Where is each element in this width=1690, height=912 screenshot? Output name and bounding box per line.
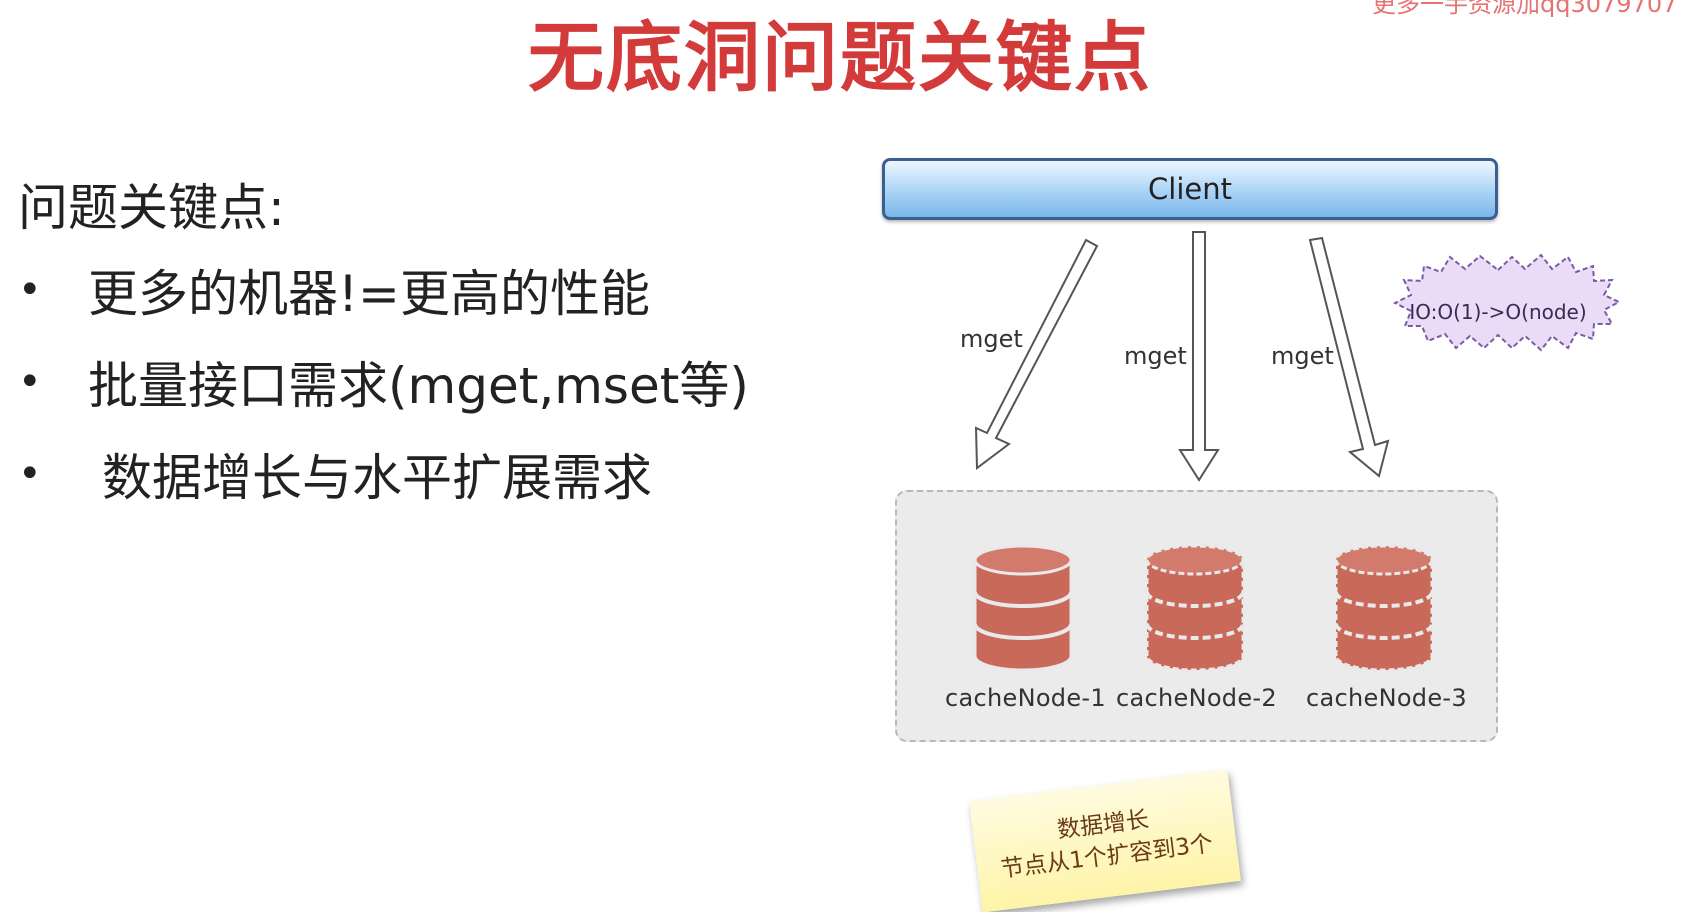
arrow-label-1: mget bbox=[960, 325, 1023, 353]
slide-title-text: 无底洞问题关键点 bbox=[528, 13, 1152, 102]
bullet-text: 更多的机器!=更高的性能 bbox=[88, 265, 650, 323]
bullet-item-1: • 更多的机器!=更高的性能 bbox=[18, 254, 650, 326]
watermark-text: 更多一手资源加qq3079707 bbox=[1372, 0, 1678, 18]
client-box: Client bbox=[882, 158, 1498, 220]
arrow-to-node-1 bbox=[974, 238, 1099, 470]
bullet-text: 数据增长与水平扩展需求 bbox=[102, 449, 652, 507]
database-icon bbox=[1145, 544, 1245, 672]
bullet-text: 批量接口需求(mget,mset等) bbox=[88, 357, 749, 415]
arrow-label-3: mget bbox=[1271, 342, 1334, 370]
bullet-marker: • bbox=[18, 359, 42, 405]
starburst-callout bbox=[1392, 253, 1622, 352]
database-icon bbox=[1334, 544, 1434, 672]
bullet-item-2: • 批量接口需求(mget,mset等) bbox=[18, 346, 749, 418]
arrow-label-2: mget bbox=[1124, 342, 1187, 370]
section-heading: 问题关键点: bbox=[18, 179, 285, 237]
bullet-item-3: • 数据增长与水平扩展需求 bbox=[18, 438, 652, 510]
cache-node-label-2: cacheNode-2 bbox=[1116, 684, 1277, 712]
arrow-to-node-2 bbox=[1178, 231, 1220, 482]
cache-node-label-1: cacheNode-1 bbox=[945, 684, 1106, 712]
bullet-marker: • bbox=[18, 267, 42, 313]
cache-node-label-3: cacheNode-3 bbox=[1306, 684, 1467, 712]
arrow-to-node-3 bbox=[1308, 236, 1390, 478]
database-icon bbox=[973, 544, 1073, 672]
bullet-marker: • bbox=[18, 451, 42, 497]
client-label: Client bbox=[1148, 172, 1232, 206]
starburst-label: IO:O(1)->O(node) bbox=[1409, 300, 1587, 324]
